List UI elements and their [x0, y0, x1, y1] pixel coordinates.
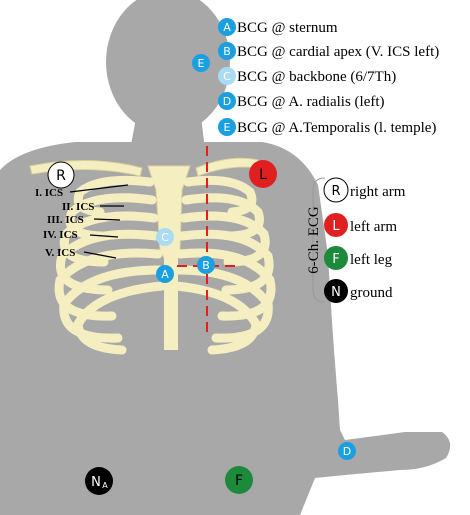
ecg-legend-item-N: N ground	[324, 279, 393, 303]
ecg-legend-item-F: F left leg	[324, 246, 393, 270]
ecg-electrode-R-label: R	[56, 168, 66, 184]
bcg-sensor-B: B	[197, 256, 215, 274]
ecg-legend-text-L: left arm	[350, 219, 397, 235]
bcg-sensor-C-label: C	[161, 231, 169, 244]
bcg-sensor-D-label: D	[343, 445, 351, 458]
ecg-legend-item-L: L left arm	[324, 213, 397, 237]
bcg-legend-marker-B: B	[223, 45, 231, 58]
bcg-legend-item-C: C BCG @ backbone (6/7Th)	[218, 67, 396, 85]
ics-label-1: I. ICS	[35, 187, 63, 199]
ics-label-5: V. ICS	[45, 247, 75, 259]
bcg-legend-text-E: BCG @ A.Temporalis (l. temple)	[237, 120, 436, 136]
ecg-electrode-F: F	[225, 466, 253, 494]
bcg-legend-item-E: E BCG @ A.Temporalis (l. temple)	[218, 118, 436, 136]
bcg-legend-item-A: A BCG @ sternum	[218, 18, 338, 36]
ics-label-2: II. ICS	[62, 201, 94, 213]
bcg-sensor-A-label: A	[161, 268, 169, 281]
ecg-electrode-F-label: F	[235, 473, 243, 489]
bcg-legend-text-B: BCG @ cardial apex (V. ICS left)	[237, 44, 439, 60]
bcg-legend-item-D: D BCG @ A. radialis (left)	[218, 92, 385, 110]
ecg-electrode-R: R	[48, 162, 74, 188]
ecg-electrode-L: L	[249, 160, 277, 188]
bcg-sensor-B-label: B	[202, 259, 210, 272]
bcg-sensor-D: D	[338, 442, 356, 460]
bcg-legend-marker-C: C	[223, 70, 231, 83]
ics-label-4: IV. ICS	[43, 229, 78, 241]
ecg-legend-marker-F: F	[332, 252, 339, 267]
bcg-legend-text-C: BCG @ backbone (6/7Th)	[237, 69, 396, 85]
ecg-legend-text-F: left leg	[350, 252, 393, 268]
bcg-legend-marker-E: E	[224, 121, 231, 134]
ecg-electrode-N-subscript: A	[102, 481, 108, 490]
bcg-sensor-E-label: E	[198, 57, 205, 70]
bcg-sensor-A: A	[156, 265, 174, 283]
ecg-legend-marker-R: R	[331, 184, 340, 199]
bcg-sensor-C: C	[156, 228, 174, 246]
ics-label-3: III. ICS	[47, 214, 84, 226]
bcg-sensor-E: E	[192, 54, 210, 72]
ecg-legend-marker-N: N	[331, 285, 341, 300]
bcg-legend-text-A: BCG @ sternum	[237, 20, 338, 36]
bcg-legend-marker-D: D	[223, 95, 231, 108]
ecg-electrode-L-label: L	[259, 167, 267, 183]
ecg-legend-text-N: ground	[350, 285, 393, 301]
ecg-electrode-N-label: N	[91, 475, 101, 490]
ecg-legend-item-R: R right arm	[324, 178, 406, 202]
bcg-legend-text-D: BCG @ A. radialis (left)	[237, 94, 385, 110]
ecg-legend-title: 6-Ch. ECG	[306, 206, 322, 274]
bcg-legend-marker-A: A	[223, 21, 231, 34]
ecg-legend-text-R: right arm	[350, 184, 406, 200]
bcg-legend: A BCG @ sternum B BCG @ cardial apex (V.…	[218, 18, 439, 136]
ecg-legend-marker-L: L	[332, 219, 340, 234]
bcg-legend-item-B: B BCG @ cardial apex (V. ICS left)	[218, 42, 439, 60]
ecg-electrode-N: N A	[85, 467, 113, 495]
